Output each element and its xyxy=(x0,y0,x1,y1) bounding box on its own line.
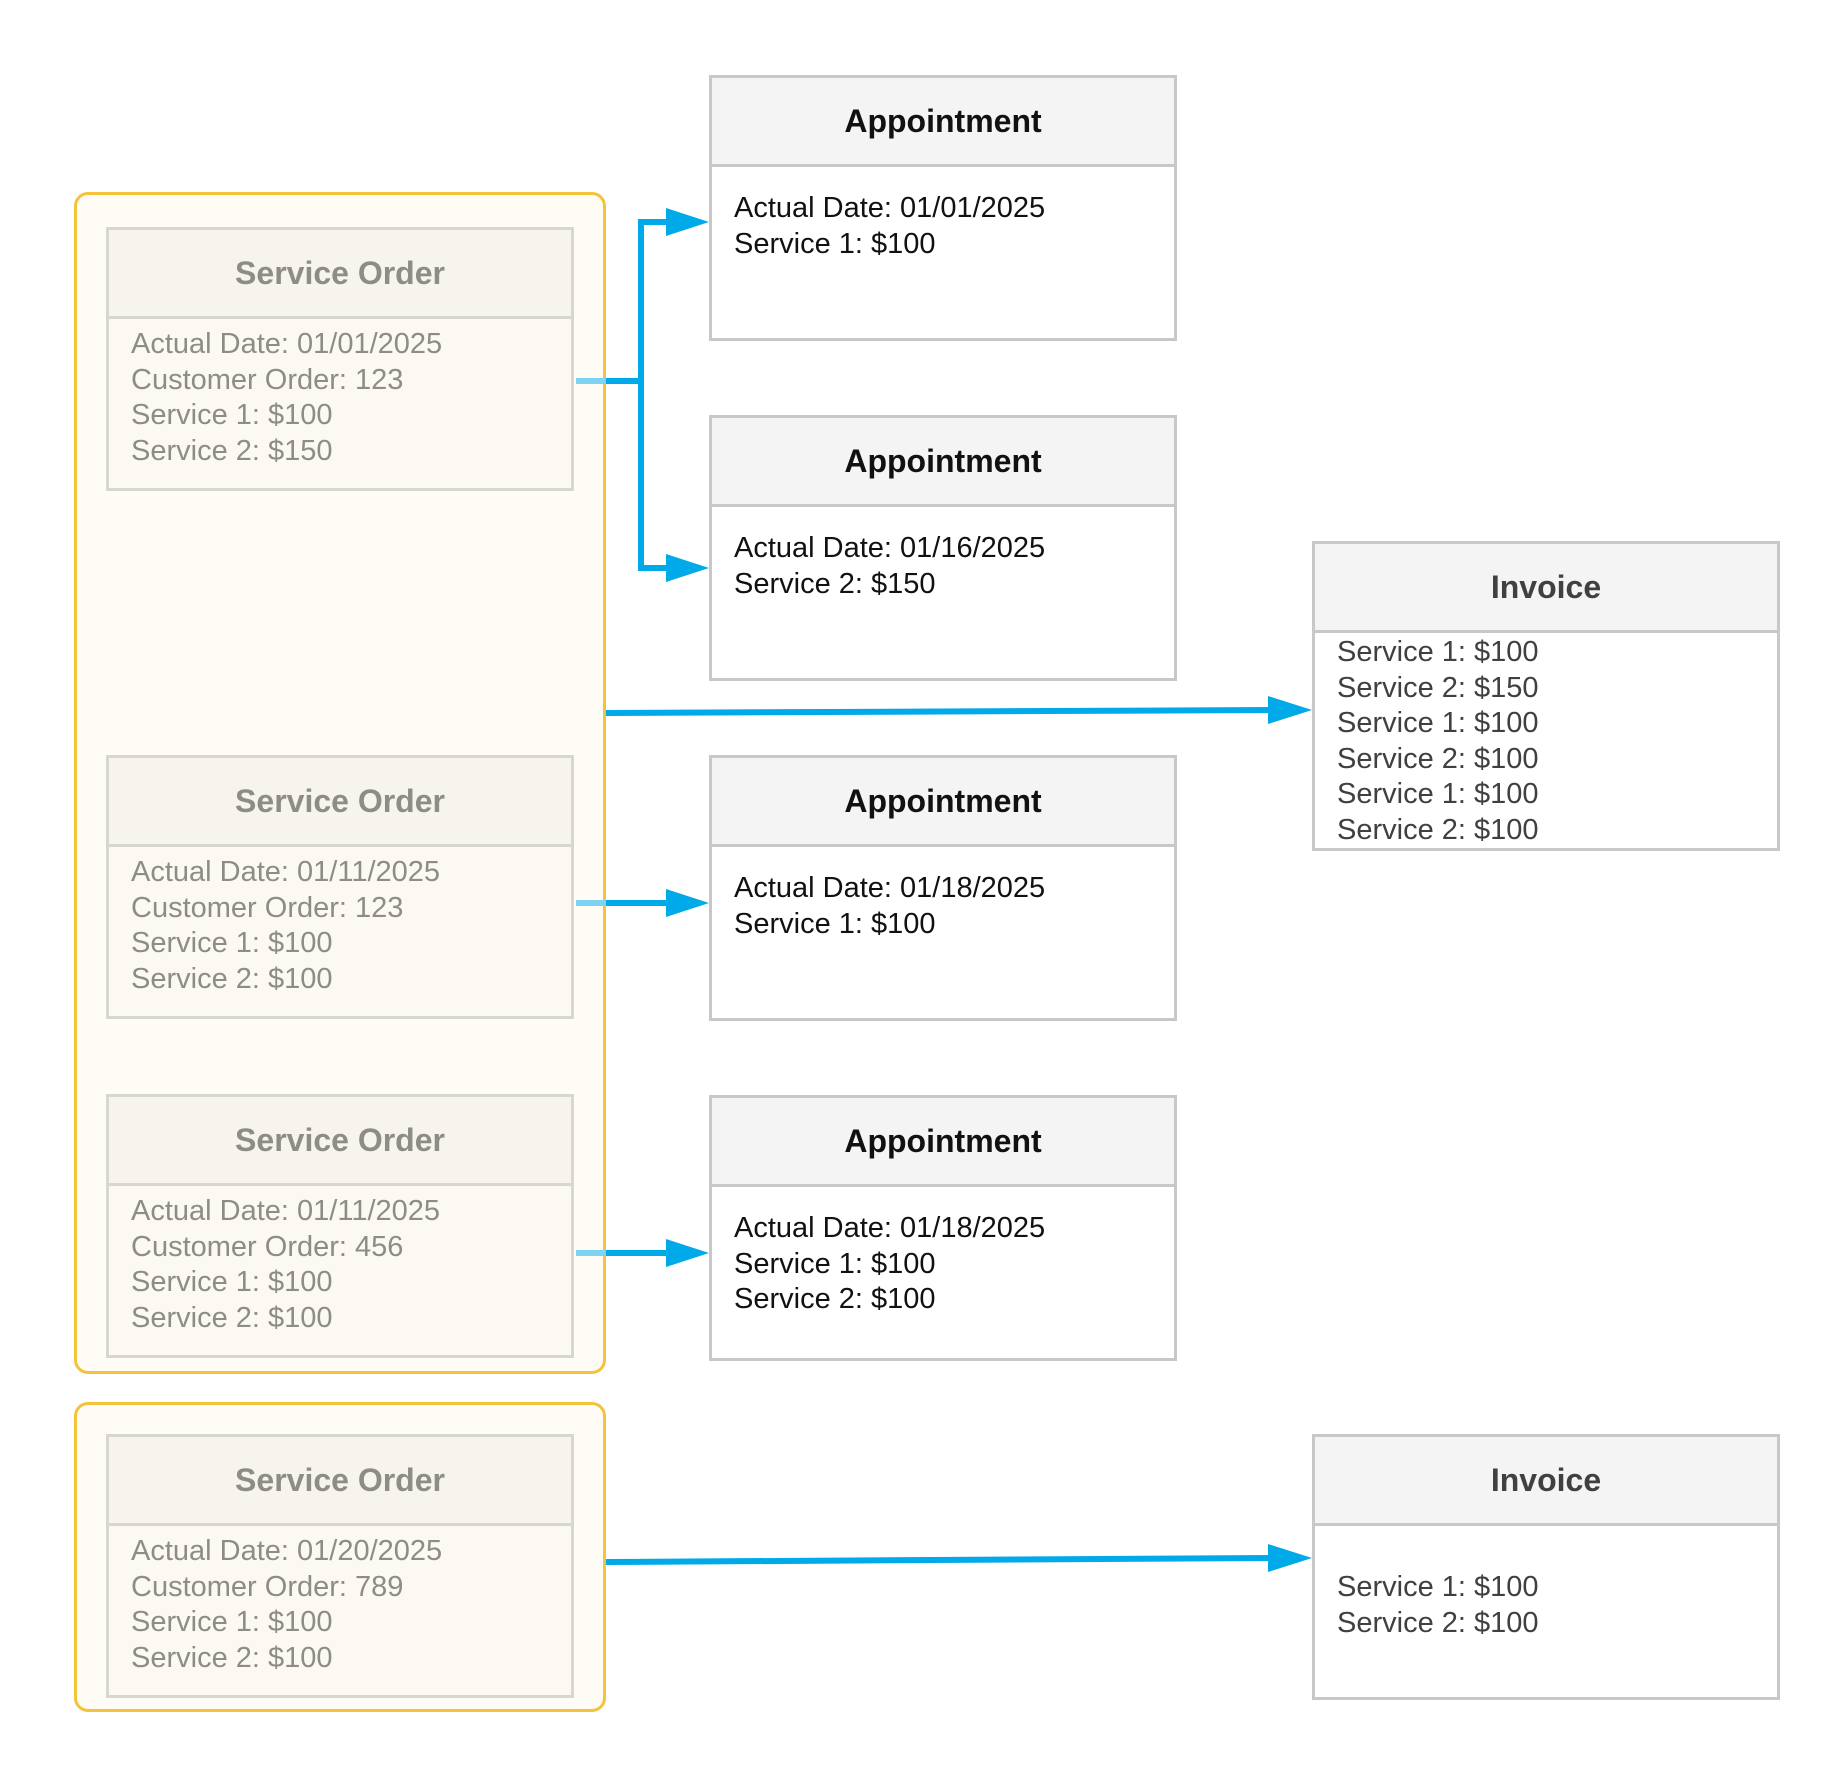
service-line: Service 1: $100 xyxy=(131,927,333,959)
appointment-title: Appointment xyxy=(712,78,1174,167)
service-order-details: Actual Date: 01/11/2025 Customer Order: … xyxy=(109,1186,571,1348)
invoice-details: Service 1: $100 Service 2: $150 Service … xyxy=(1315,633,1777,860)
appointment-card-3[interactable]: Appointment Actual Date: 01/18/2025 Serv… xyxy=(709,755,1177,1021)
service-line: Service 1: $100 xyxy=(1337,707,1539,739)
service-order-card-2[interactable]: Service Order Actual Date: 01/11/2025 Cu… xyxy=(106,755,574,1019)
arrowhead-icon xyxy=(666,554,709,582)
arrowhead-icon xyxy=(1268,1544,1312,1572)
connector-line xyxy=(605,1555,1273,1565)
appointment-card-4[interactable]: Appointment Actual Date: 01/18/2025 Serv… xyxy=(709,1095,1177,1361)
service-line: Service 1: $100 xyxy=(131,399,333,431)
service-line: Service 2: $100 xyxy=(1337,1606,1539,1639)
customer-order: Customer Order: 123 xyxy=(131,891,404,924)
service-line: Service 2: $100 xyxy=(131,1641,333,1674)
appointment-title: Appointment xyxy=(712,758,1174,847)
service-line: Service 2: $150 xyxy=(1337,671,1539,704)
appointment-card-2[interactable]: Appointment Actual Date: 01/16/2025 Serv… xyxy=(709,415,1177,681)
service-order-card-3[interactable]: Service Order Actual Date: 01/11/2025 Cu… xyxy=(106,1094,574,1358)
service-order-title: Service Order xyxy=(109,758,571,847)
service-order-title: Service Order xyxy=(109,230,571,319)
connector-line xyxy=(638,219,668,381)
service-order-details: Actual Date: 01/20/2025 Customer Order: … xyxy=(109,1526,571,1688)
actual-date: Actual Date: 01/01/2025 xyxy=(131,328,443,360)
arrowhead-icon xyxy=(666,889,709,917)
customer-order: Customer Order: 123 xyxy=(131,363,404,396)
appointment-details: Actual Date: 01/16/2025 Service 2: $150 xyxy=(712,507,1174,614)
service-line: Service 2: $150 xyxy=(734,567,936,600)
appointment-title: Appointment xyxy=(712,1098,1174,1187)
appointment-details: Actual Date: 01/18/2025 Service 1: $100 xyxy=(712,847,1174,954)
appointment-title: Appointment xyxy=(712,418,1174,507)
service-line: Service 2: $100 xyxy=(131,962,333,995)
appointment-details: Actual Date: 01/18/2025 Service 1: $100 … xyxy=(712,1187,1174,1330)
service-line: Service 1: $100 xyxy=(1337,778,1539,810)
invoice-card-1[interactable]: Invoice Service 1: $100 Service 2: $150 … xyxy=(1312,541,1780,851)
service-line: Service 2: $100 xyxy=(131,1301,333,1334)
service-order-details: Actual Date: 01/11/2025 Customer Order: … xyxy=(109,847,571,1009)
arrowhead-icon xyxy=(1268,696,1312,724)
service-order-details: Actual Date: 01/01/2025 Customer Order: … xyxy=(109,319,571,481)
actual-date: Actual Date: 01/18/2025 xyxy=(734,1212,1046,1244)
arrowhead-icon xyxy=(666,208,709,236)
connector-line xyxy=(638,381,668,571)
customer-order: Customer Order: 456 xyxy=(131,1230,404,1263)
invoice-title: Invoice xyxy=(1315,544,1777,633)
invoice-card-2[interactable]: Invoice Service 1: $100 Service 2: $100 xyxy=(1312,1434,1780,1700)
service-line: Service 1: $100 xyxy=(734,907,936,940)
appointment-details: Actual Date: 01/01/2025 Service 1: $100 xyxy=(712,167,1174,274)
actual-date: Actual Date: 01/20/2025 xyxy=(131,1535,443,1567)
appointment-card-1[interactable]: Appointment Actual Date: 01/01/2025 Serv… xyxy=(709,75,1177,341)
service-line: Service 1: $100 xyxy=(131,1266,333,1298)
customer-order: Customer Order: 789 xyxy=(131,1570,404,1603)
service-order-title: Service Order xyxy=(109,1097,571,1186)
service-line: Service 1: $100 xyxy=(734,1247,936,1280)
service-order-card-1[interactable]: Service Order Actual Date: 01/01/2025 Cu… xyxy=(106,227,574,491)
service-line: Service 2: $100 xyxy=(1337,813,1539,846)
service-line: Service 2: $100 xyxy=(734,1283,936,1315)
service-line: Service 1: $100 xyxy=(1337,1571,1539,1603)
arrowhead-icon xyxy=(666,1239,709,1267)
service-line: Service 1: $100 xyxy=(131,1606,333,1638)
service-line: Service 1: $100 xyxy=(1337,636,1539,668)
actual-date: Actual Date: 01/11/2025 xyxy=(131,856,441,888)
actual-date: Actual Date: 01/18/2025 xyxy=(734,872,1046,904)
connector-line xyxy=(605,707,1273,716)
actual-date: Actual Date: 01/16/2025 xyxy=(734,532,1046,564)
invoice-title: Invoice xyxy=(1315,1437,1777,1526)
service-line: Service 1: $100 xyxy=(734,227,936,260)
service-order-title: Service Order xyxy=(109,1437,571,1526)
actual-date: Actual Date: 01/01/2025 xyxy=(734,192,1046,224)
actual-date: Actual Date: 01/11/2025 xyxy=(131,1195,441,1227)
invoice-details: Service 1: $100 Service 2: $100 xyxy=(1315,1526,1777,1653)
service-line: Service 2: $100 xyxy=(1337,742,1539,775)
service-line: Service 2: $150 xyxy=(131,434,333,467)
service-order-card-4[interactable]: Service Order Actual Date: 01/20/2025 Cu… xyxy=(106,1434,574,1698)
